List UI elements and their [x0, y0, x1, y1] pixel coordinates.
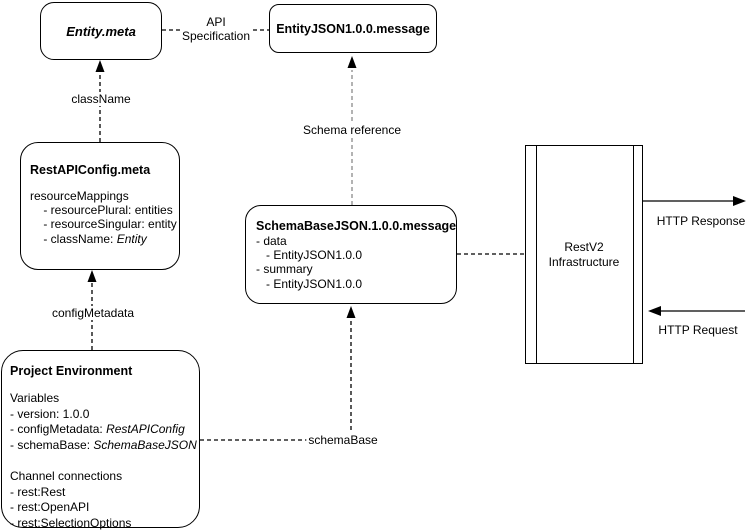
text-line — [10, 453, 195, 469]
node-restapiconfig-body: resourceMappings - resourcePlural: entit… — [30, 189, 177, 246]
edge-label-http-response: HTTP Response — [656, 214, 746, 228]
text-line: - EntityJSON1.0.0 — [256, 276, 363, 291]
edge-label-classname: className — [69, 92, 133, 106]
edge-label-schema-reference: Schema reference — [300, 123, 404, 137]
node-restapiconfig-meta: RestAPIConfig.meta resourceMappings - re… — [20, 142, 180, 270]
text-line: - summary — [256, 262, 313, 277]
edge-label-schemabase: schemaBase — [306, 433, 380, 447]
text-line: - EntityJSON1.0.0 — [256, 248, 363, 263]
text-line: - rest:OpenAPI — [10, 500, 90, 515]
text-line: - version: 1.0.0 — [10, 406, 90, 421]
node-entityjson-message-title: EntityJSON1.0.0.message — [276, 21, 430, 36]
edge-label-api-specification: API Specification — [179, 15, 253, 43]
node-restv2-infrastructure: RestV2 Infrastructure — [525, 145, 643, 364]
edge-label-configmetadata: configMetadata — [49, 306, 137, 320]
node-project-environment-title: Project Environment — [10, 364, 133, 378]
text-line: - resourceSingular: entity — [30, 217, 177, 232]
node-restapiconfig-title: RestAPIConfig.meta — [30, 163, 151, 177]
edge-label-http-request: HTTP Request — [658, 323, 738, 337]
text-line: - rest:SelectionOptions — [10, 515, 132, 530]
text-line: Channel connections — [10, 468, 123, 483]
text-line: - className: Entity — [30, 231, 147, 246]
edge-http-response-arrow — [643, 196, 746, 206]
process-shape-right-bar — [633, 146, 634, 363]
node-restv2-title: RestV2 Infrastructure — [548, 239, 620, 269]
process-shape-left-bar — [536, 146, 537, 363]
text-line: Variables — [10, 391, 60, 405]
text-line: - configMetadata: RestAPIConfig — [10, 422, 185, 437]
node-project-environment-body: Variables - version: 1.0.0 - configMetad… — [10, 391, 197, 531]
text-line: - data — [256, 234, 287, 248]
node-schemabasejson-title: SchemaBaseJSON.1.0.0.message — [256, 219, 457, 233]
edge-schemabase-arrow — [200, 306, 356, 441]
node-schemabasejson-body: - data - EntityJSON1.0.0 - summary - Ent… — [256, 234, 450, 291]
node-entity-meta-title: Entity.meta — [66, 23, 136, 39]
edge-http-request-arrow — [648, 306, 745, 316]
node-entity-meta: Entity.meta — [40, 2, 162, 60]
node-project-environment: Project Environment Variables - version:… — [1, 350, 200, 531]
text-line: - rest:Rest — [10, 484, 66, 499]
text-line: resourceMappings — [30, 189, 129, 203]
edge-schema-reference-arrow — [347, 56, 357, 205]
node-entityjson-message: EntityJSON1.0.0.message — [269, 4, 437, 53]
text-line: - resourcePlural: entities — [30, 203, 173, 218]
text-line: - schemaBase: SchemaBaseJSON — [10, 437, 197, 452]
node-schemabasejson-message: SchemaBaseJSON.1.0.0.message - data - En… — [245, 205, 457, 304]
